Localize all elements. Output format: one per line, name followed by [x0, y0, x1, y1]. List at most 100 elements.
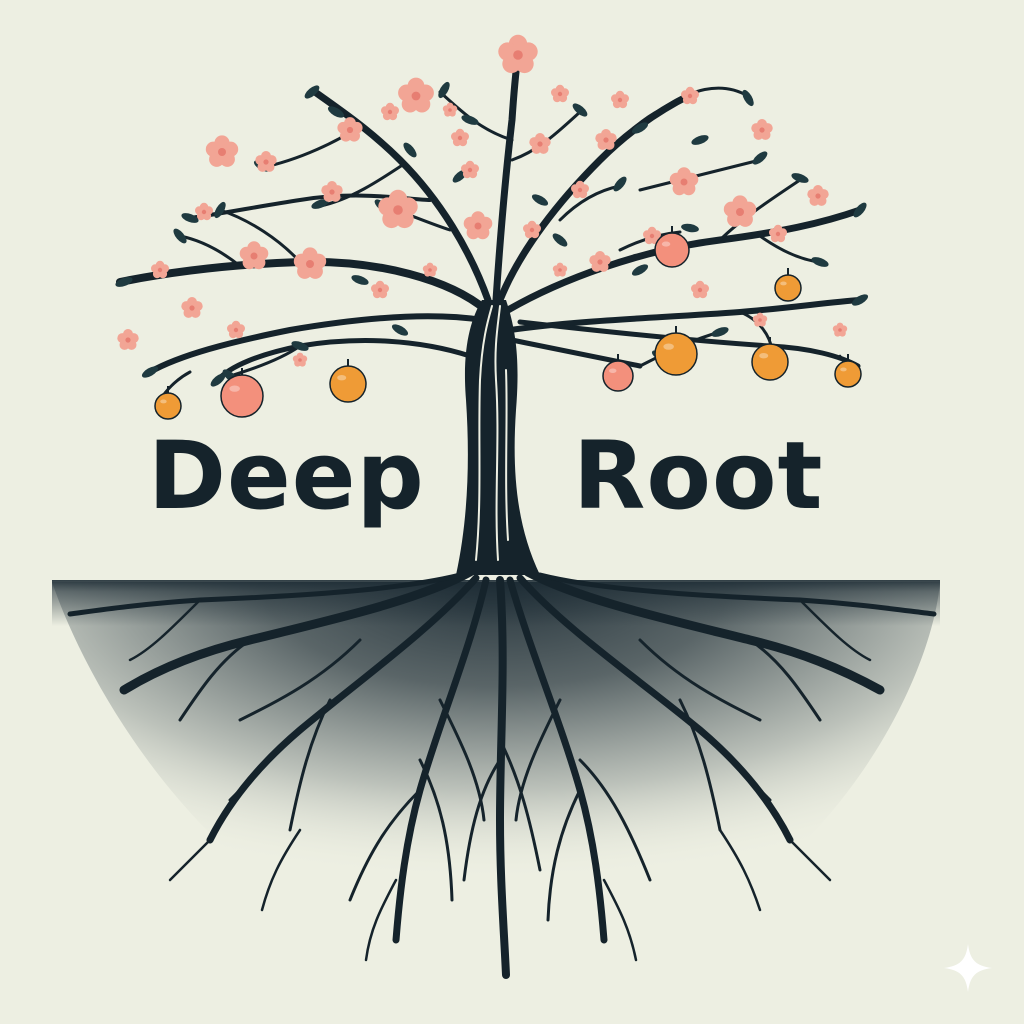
blossom-center: [537, 141, 543, 147]
blossom-center: [838, 328, 842, 332]
fruit-2: [220, 368, 264, 418]
blossom-2: [398, 77, 434, 113]
root-12: [288, 698, 332, 832]
leaf-7: [742, 89, 754, 107]
blossom-petal: [239, 246, 254, 261]
root-1: [119, 567, 475, 695]
blossom-petal: [293, 253, 309, 269]
root-9: [537, 572, 937, 617]
branch-8: [507, 297, 863, 333]
blossom-petal: [337, 121, 350, 134]
fruit-body: [834, 360, 862, 388]
sparkle-shape: [944, 944, 992, 992]
blossom-center: [393, 205, 403, 215]
blossom-17: [589, 251, 611, 272]
blossom-center: [474, 222, 482, 230]
root-18: [578, 758, 652, 882]
fruit-5: [774, 268, 802, 302]
blossom-petal: [181, 301, 192, 312]
blossom-petal: [117, 333, 128, 344]
root-15: [462, 758, 502, 882]
blossom-petal: [451, 132, 460, 141]
blossom-center: [387, 109, 393, 115]
fruit-3: [329, 359, 367, 403]
blossom-center: [603, 137, 609, 143]
blossom-petal: [255, 155, 266, 166]
blossom-center: [597, 259, 603, 265]
root-19: [698, 728, 772, 802]
blossom-petal: [422, 265, 430, 273]
blossom-33: [643, 226, 661, 245]
blossom-petal: [463, 216, 478, 231]
fruit-highlight: [337, 375, 347, 381]
blossom-center: [617, 97, 623, 103]
branch-4: [311, 88, 492, 304]
blossom-18: [523, 220, 541, 239]
blossom-petal: [378, 197, 397, 216]
leaf-27: [811, 257, 829, 267]
branch-18: [598, 108, 662, 162]
blossom-petal: [442, 105, 450, 113]
branch-20: [658, 86, 750, 112]
fruit-body: [329, 365, 367, 403]
leaf-11: [613, 176, 627, 192]
blossom-petal: [552, 265, 560, 273]
root-8: [67, 572, 463, 617]
blossom-26: [611, 90, 629, 109]
fruit-body: [154, 392, 182, 420]
blossom-petal: [371, 284, 380, 293]
blossom-center: [377, 287, 383, 293]
leaf-33: [552, 233, 568, 247]
blossom-40: [552, 262, 568, 277]
blossom-petal: [529, 137, 540, 148]
blossom-center: [529, 227, 535, 233]
leaf-35: [631, 264, 649, 276]
leaf-15: [214, 201, 226, 219]
leaf-26: [851, 294, 869, 306]
blossom-center: [298, 358, 302, 362]
root-22: [238, 638, 362, 722]
blossom-center: [649, 233, 655, 239]
blossom-petal: [832, 325, 840, 333]
fruit-highlight: [229, 385, 240, 392]
blossom-petal: [292, 355, 300, 363]
fruit-body: [654, 332, 698, 376]
root-7: [523, 567, 885, 695]
leaf-4: [461, 115, 479, 125]
root-30: [168, 838, 212, 882]
fruits: [154, 226, 862, 420]
blossom-center: [680, 178, 688, 186]
blossom-12: [595, 129, 617, 150]
root-6: [516, 574, 794, 844]
blossom-center: [250, 252, 258, 260]
blossom-14: [723, 195, 757, 227]
blossom-9: [239, 241, 269, 270]
blossom-3: [205, 135, 239, 167]
blossom-petal: [611, 94, 620, 103]
blossom-center: [306, 260, 314, 268]
blossom-5: [255, 151, 277, 172]
root-33: [438, 698, 486, 822]
blossom-16: [807, 185, 829, 206]
blossom-petal: [321, 185, 332, 196]
root-27: [718, 828, 762, 912]
blossom-38: [571, 180, 589, 199]
root-25: [798, 598, 872, 662]
blossom-19: [461, 160, 479, 179]
blossom-24: [151, 260, 169, 279]
blossom-34: [832, 322, 848, 337]
root-16: [498, 738, 542, 872]
roots: [67, 567, 937, 979]
blossom-center: [218, 148, 226, 156]
blossom-center: [775, 231, 781, 237]
leaf-32: [691, 135, 709, 145]
title-word-right: Root: [573, 422, 824, 531]
leaf-18: [115, 277, 133, 287]
blossom-petal: [643, 230, 652, 239]
blossom-petal: [461, 164, 470, 173]
leaf-36: [391, 324, 409, 336]
blossom-center: [201, 209, 207, 215]
blossom-center: [346, 126, 354, 134]
blossom-10: [195, 202, 213, 221]
